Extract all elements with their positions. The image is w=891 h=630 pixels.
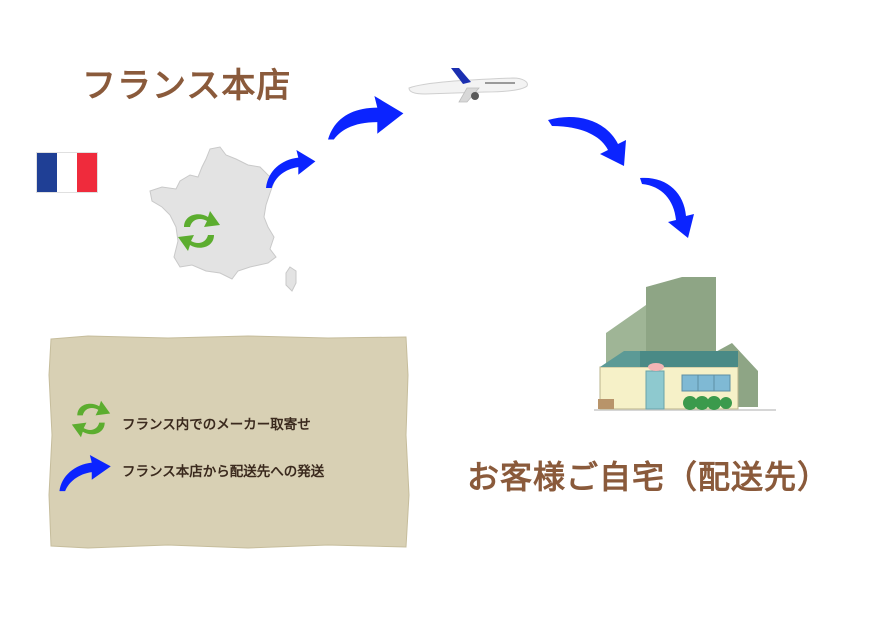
destination-title: お客様ご自宅（配送先）: [467, 458, 831, 496]
route-arrow-1: [266, 150, 316, 188]
airplane-icon: [405, 62, 533, 106]
green-cycle-arrows-icon: [70, 395, 112, 443]
blue-arrow-icon: [58, 455, 116, 493]
origin-title: フランス本店: [82, 66, 292, 106]
route-arrow-3: [548, 117, 626, 166]
green-cycle-arrows-icon: [176, 205, 222, 257]
france-flag-icon: [36, 152, 98, 193]
legend-item-sourcing-label: フランス内でのメーカー取寄せ: [122, 417, 311, 433]
route-arrow-4: [640, 177, 694, 238]
france-map: [140, 145, 305, 295]
route-arrow-2: [328, 96, 404, 140]
legend-box: [48, 335, 410, 549]
legend-item-shipping-label: フランス本店から配送先への発送: [122, 464, 325, 480]
customer-home-illustration: [590, 275, 780, 415]
